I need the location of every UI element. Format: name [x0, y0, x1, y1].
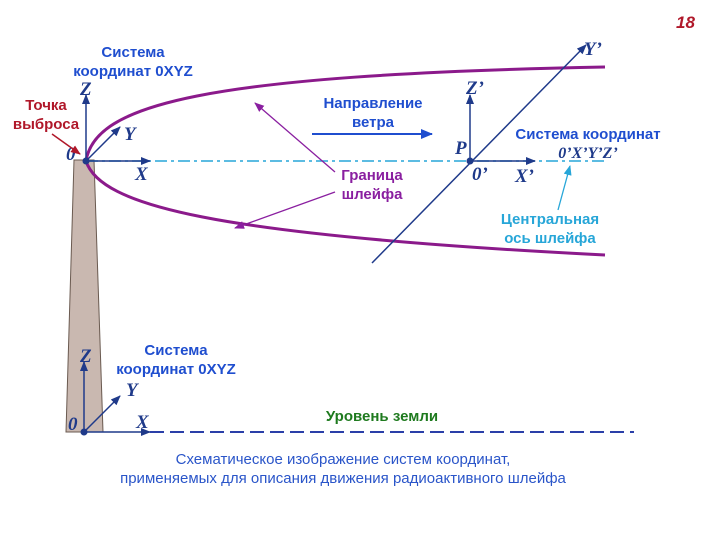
right-y-label: Y’	[584, 39, 602, 60]
right-system-label-1: Система координат	[515, 126, 660, 143]
boundary-pointer-lower	[234, 191, 336, 229]
point-p	[466, 157, 474, 165]
bottom-system-label-2: координат 0XYZ	[116, 361, 236, 378]
point-p-label: P	[454, 138, 467, 159]
ground-level-label: Уровень земли	[326, 408, 438, 425]
boundary-pointer-upper	[254, 102, 336, 173]
right-origin-label: 0’	[472, 164, 488, 185]
bottom-z-label: Z	[79, 346, 92, 367]
center-axis-label-2: ось шлейфа	[504, 230, 596, 247]
page-number: 18	[676, 13, 695, 32]
bottom-y-axis	[83, 395, 121, 433]
bottom-x-label: X	[135, 412, 150, 433]
release-pointer	[51, 133, 81, 155]
caption-line-1: Схематическое изображение систем координ…	[176, 451, 511, 468]
top-y-axis	[85, 126, 121, 162]
plume-boundary-upper	[84, 65, 606, 162]
center-axis-label-1: Центральная	[501, 211, 599, 228]
top-system-label-1: Система	[101, 44, 165, 61]
caption-line-2: применяемых для описания движения радиоа…	[120, 470, 566, 487]
plume-boundary-lower	[84, 160, 606, 257]
release-point	[82, 157, 90, 165]
bottom-origin-label: 0	[68, 414, 78, 435]
top-x-label: X	[134, 164, 149, 185]
release-label-1: Точка	[25, 97, 67, 114]
center-axis-pointer	[557, 165, 572, 211]
release-label-2: выброса	[13, 116, 80, 133]
bottom-y-label: Y	[126, 380, 140, 401]
bottom-system-label-1: Система	[144, 342, 208, 359]
right-z-label: Z’	[465, 78, 484, 99]
wind-label-2: ветра	[352, 114, 395, 131]
top-system-label-2: координат 0XYZ	[73, 63, 193, 80]
right-x-label: X’	[514, 166, 534, 187]
right-system-label-2: 0’X’Y’Z’	[558, 145, 618, 162]
boundary-label-1: Граница	[341, 167, 403, 184]
boundary-label-2: шлейфа	[342, 186, 404, 203]
right-y-axis	[371, 44, 587, 264]
top-z-label: Z	[79, 79, 92, 100]
bottom-origin-point	[80, 428, 88, 436]
top-y-label: Y	[124, 124, 138, 145]
wind-label-1: Направление	[323, 95, 422, 112]
